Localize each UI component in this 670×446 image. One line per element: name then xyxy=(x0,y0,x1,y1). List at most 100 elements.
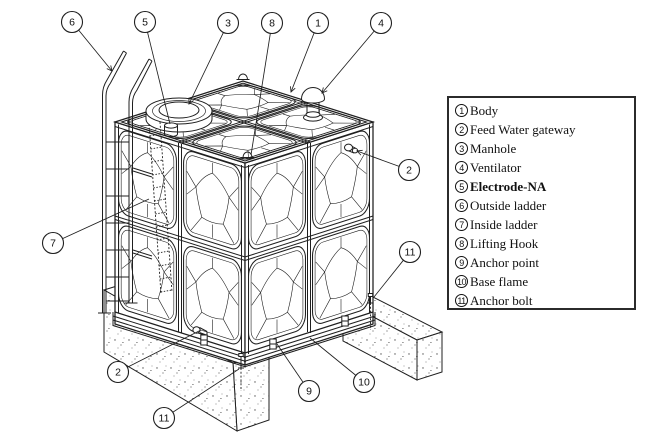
legend-item-label: Base flame xyxy=(470,273,529,289)
legend-item-number: 6 xyxy=(455,199,468,212)
callout-9: 9 xyxy=(276,343,321,403)
callout-circle xyxy=(41,231,65,255)
callout-circle xyxy=(106,360,130,384)
callout-leader-line xyxy=(172,368,240,413)
callout-number: 2 xyxy=(406,165,412,177)
callout-1: 1 xyxy=(291,11,330,93)
legend-item-number: 11 xyxy=(455,294,468,307)
callout-4: 4 xyxy=(322,11,393,94)
callout-number: 8 xyxy=(269,18,275,30)
lifting-hook-front xyxy=(241,151,254,158)
legend-item-number: 2 xyxy=(455,123,468,136)
callout-number: 2 xyxy=(115,367,121,379)
inside-ladder xyxy=(148,121,173,295)
legend-item-label: Lifting Hook xyxy=(470,235,539,251)
base-frame xyxy=(112,311,376,368)
callout-2: 2 xyxy=(106,329,202,384)
callout-circle xyxy=(133,10,157,34)
callout-leader-line xyxy=(62,198,150,240)
callout-leader-line xyxy=(147,32,171,125)
callout-circle xyxy=(352,370,376,394)
callout-circle xyxy=(152,406,176,430)
callout-leader-line xyxy=(250,33,271,156)
legend-item-label: Manhole xyxy=(470,140,517,156)
callout-number: 5 xyxy=(142,17,148,29)
legend-item-number: 9 xyxy=(455,256,468,269)
ventilator xyxy=(300,87,326,122)
legend-item-number: 10 xyxy=(455,275,468,288)
callout-10: 10 xyxy=(309,337,376,394)
callout-circle xyxy=(306,11,330,35)
callout-number: 10 xyxy=(358,377,370,389)
callout-leader-line xyxy=(309,337,357,376)
callout-layer: 6 5 3 8 1 4 2 11 7 2 9 10 11 xyxy=(41,10,422,430)
legend-item-number: 1 xyxy=(455,104,468,117)
anchor-point xyxy=(200,315,349,350)
legend-item-label: Body xyxy=(470,102,499,118)
callout-circle xyxy=(297,379,321,403)
legend-item-label: Electrode-NA xyxy=(470,178,547,194)
callout-leader-line xyxy=(322,30,375,93)
lifting-hook-back xyxy=(236,73,250,80)
callout-number: 1 xyxy=(315,18,321,30)
callout-number: 11 xyxy=(405,247,416,259)
left-face xyxy=(114,121,246,366)
callout-circle xyxy=(216,11,240,35)
callout-7: 7 xyxy=(41,198,150,255)
callout-leader-line xyxy=(127,329,202,368)
legend-item-number: 4 xyxy=(455,161,468,174)
callout-leader-line xyxy=(373,259,404,298)
legend-item-number: 7 xyxy=(455,218,468,231)
callout-circle xyxy=(60,10,84,34)
callout-11: 11 xyxy=(152,368,240,430)
callout-circle xyxy=(260,11,284,35)
callout-number: 3 xyxy=(225,18,231,30)
legend-item-label: Inside ladder xyxy=(470,216,538,232)
callout-leader-line xyxy=(291,32,315,92)
legend-item-label: Anchor point xyxy=(470,254,539,270)
callout-circle xyxy=(369,11,393,35)
callout-3: 3 xyxy=(189,11,240,105)
legend-item-number: 8 xyxy=(455,237,468,250)
anchor-bolt-right xyxy=(367,293,374,330)
feed-water-gateway xyxy=(344,143,359,154)
legend-item-label: Anchor bolt xyxy=(470,292,533,308)
callout-leader-line xyxy=(276,343,304,383)
callout-2: 2 xyxy=(357,151,421,182)
legend-item-label: Outside ladder xyxy=(470,197,547,213)
callout-leader-line xyxy=(357,151,400,167)
electrode xyxy=(164,122,178,138)
callout-leader-line xyxy=(189,32,224,104)
callout-number: 11 xyxy=(159,413,170,425)
anchor-bolt-front xyxy=(238,353,244,391)
callout-5: 5 xyxy=(133,10,171,125)
callout-8: 8 xyxy=(250,11,284,156)
callout-number: 6 xyxy=(69,17,75,29)
callout-number: 4 xyxy=(378,18,384,30)
callout-leader-line xyxy=(78,29,112,71)
legend-item-label: Feed Water gateway xyxy=(470,121,576,137)
manhole xyxy=(145,97,213,133)
callout-circle xyxy=(398,240,422,264)
right-face xyxy=(244,121,374,366)
legend-item-label: Ventilator xyxy=(470,159,522,175)
callout-6: 6 xyxy=(60,10,113,72)
callout-number: 7 xyxy=(50,238,56,250)
callout-number: 9 xyxy=(306,386,312,398)
callout-11: 11 xyxy=(373,240,422,298)
callout-circle xyxy=(397,158,421,182)
outside-ladder xyxy=(98,50,153,314)
